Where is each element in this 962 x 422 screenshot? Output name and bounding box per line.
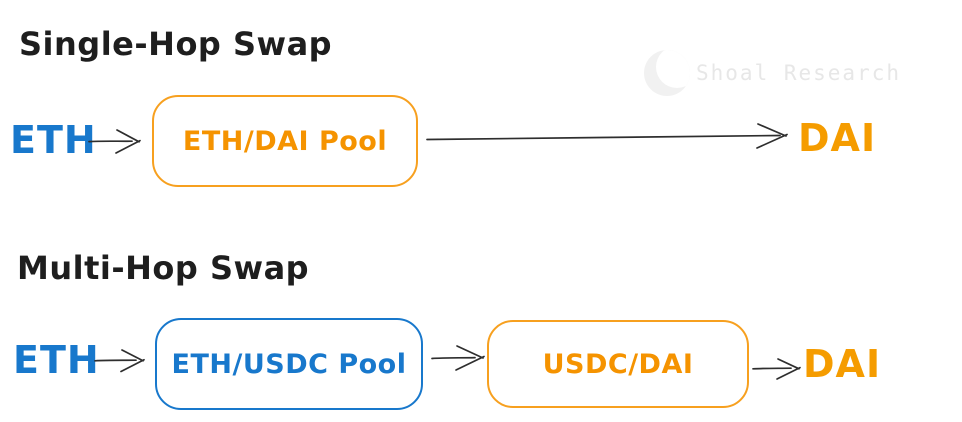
arrow-usdcdai-to-dai-icon (752, 358, 801, 380)
watermark-text: Shoal Research (696, 61, 902, 85)
eth-dai-pool-box: ETH/DAI Pool (152, 95, 418, 187)
single-hop-output-token: DAI (798, 116, 877, 160)
arrow-ethdai-pool-to-dai-icon (426, 123, 788, 149)
eth-usdc-pool-label: ETH/USDC Pool (171, 348, 407, 380)
shoal-logo-icon (644, 50, 690, 96)
multi-hop-title: Multi-Hop Swap (17, 249, 310, 287)
multi-hop-input-token: ETH (13, 338, 100, 382)
single-hop-input-token: ETH (10, 118, 97, 162)
watermark: Shoal Research (644, 50, 901, 96)
arrow-ethusdc-pool-to-usdcdai-icon (431, 345, 485, 371)
arrow-eth-to-ethdai-pool-icon (88, 129, 141, 154)
arrow-eth-to-ethusdc-pool-icon (94, 349, 145, 373)
usdc-dai-pool-box: USDC/DAI (487, 320, 749, 408)
usdc-dai-pool-label: USDC/DAI (542, 348, 694, 380)
eth-dai-pool-label: ETH/DAI Pool (182, 125, 388, 157)
multi-hop-output-token: DAI (803, 342, 882, 386)
eth-usdc-pool-box: ETH/USDC Pool (155, 318, 423, 410)
single-hop-title: Single-Hop Swap (19, 25, 333, 63)
